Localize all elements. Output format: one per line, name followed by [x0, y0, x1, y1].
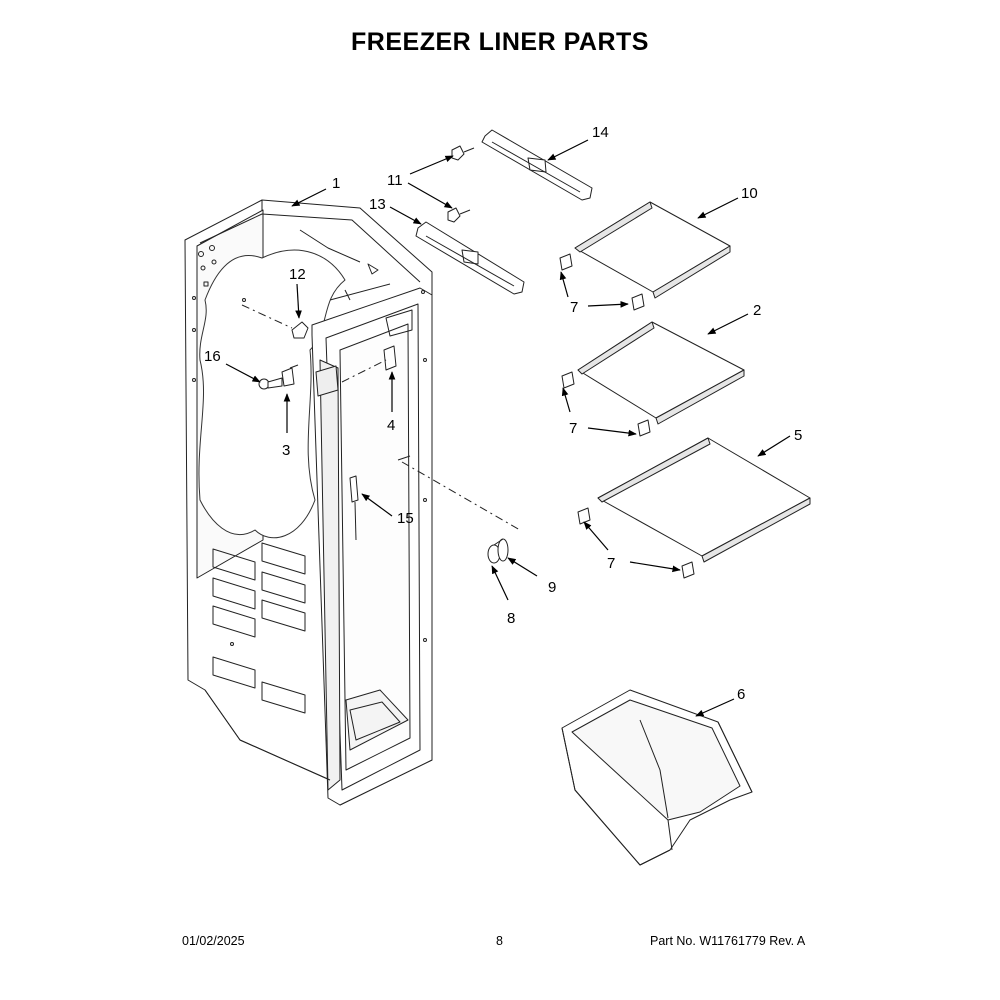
page-title: FREEZER LINER PARTS	[351, 28, 649, 56]
shelf-5	[577, 437, 811, 579]
callout-5: 5	[794, 427, 802, 444]
freezer-bin	[561, 689, 753, 866]
callout-2: 2	[753, 302, 761, 319]
callout-7: 7	[570, 299, 578, 316]
footer-part-number: Part No. W11761779 Rev. A	[650, 934, 806, 948]
shelf-10	[559, 201, 731, 311]
callout-4: 4	[387, 417, 395, 434]
part-13-rail	[415, 221, 525, 295]
callout-12: 12	[289, 266, 306, 283]
callout-8: 8	[507, 610, 515, 627]
callout-11: 11	[387, 172, 403, 189]
callout-1: 1	[332, 175, 340, 192]
part-11-screws	[447, 145, 475, 223]
callout-7: 7	[569, 420, 577, 437]
part-12-clip	[291, 321, 309, 339]
part-14-rail	[481, 129, 593, 201]
callout-13: 13	[369, 196, 386, 213]
footer-date: 01/02/2025	[182, 934, 245, 948]
footer-page-number: 8	[496, 934, 503, 948]
part-15-sensor	[349, 475, 359, 541]
part-8-9-roller	[487, 538, 509, 564]
callout-10: 10	[741, 185, 758, 202]
callout-3: 3	[282, 442, 290, 459]
shelf-2	[561, 321, 745, 437]
part-4-bracket	[383, 345, 397, 371]
callout-7: 7	[607, 555, 615, 572]
callout-14: 14	[592, 124, 609, 141]
freezer-liner	[184, 199, 433, 806]
part-16-screw	[258, 377, 283, 390]
callout-9: 9	[548, 579, 556, 596]
part-3-bracket	[281, 367, 295, 387]
callout-15: 15	[397, 510, 414, 527]
callout-6: 6	[737, 686, 745, 703]
callout-16: 16	[204, 348, 221, 365]
